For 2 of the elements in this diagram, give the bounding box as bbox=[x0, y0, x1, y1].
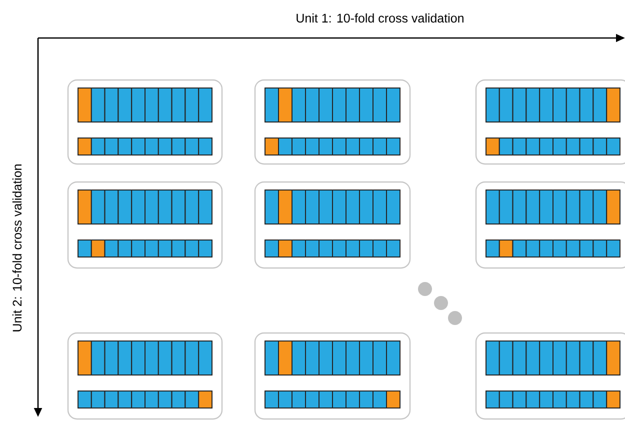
axis-label: Unit 1: 10-fold cross validation bbox=[296, 13, 464, 23]
axis-label: Unit 2: 10-fold cross validation bbox=[12, 164, 22, 332]
